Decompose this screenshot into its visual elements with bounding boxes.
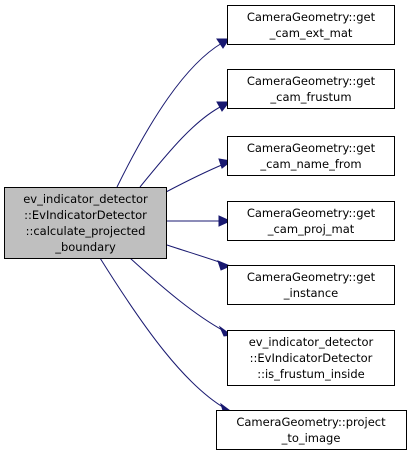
node-label-line: CameraGeometry::get	[247, 206, 376, 220]
edge-to-get-cam-name-from	[165, 163, 225, 193]
node-box	[227, 5, 395, 45]
node-label-line: _cam_ext_mat	[269, 26, 353, 40]
node-label-line: _cam_proj_mat	[267, 222, 355, 236]
node-box	[227, 69, 395, 109]
node-get-cam-frustum[interactable]: CameraGeometry::get _cam_frustum	[227, 69, 395, 109]
edge-arrowhead	[218, 215, 232, 227]
node-label-line: _boundary	[54, 240, 116, 254]
node-label-line: _instance	[283, 286, 338, 300]
node-get-cam-proj-mat[interactable]: CameraGeometry::get _cam_proj_mat	[227, 201, 395, 241]
edge-arrowhead	[216, 101, 231, 112]
node-label-line: ::EvIndicatorDetector	[24, 208, 147, 222]
edge-to-get-cam-frustum	[139, 105, 223, 188]
node-box	[4, 187, 167, 259]
node-box	[227, 136, 395, 176]
node-project-to-image[interactable]: CameraGeometry::project _to_image	[216, 410, 407, 450]
node-get-cam-name-from[interactable]: CameraGeometry::get _cam_name_from	[227, 136, 395, 176]
node-label-line: _cam_frustum	[269, 90, 351, 104]
node-calculate-projected-boundary[interactable]: ev_indicator_detector ::EvIndicatorDetec…	[4, 187, 167, 259]
node-get-cam-ext-mat[interactable]: CameraGeometry::get _cam_ext_mat	[227, 5, 395, 45]
edge-to-is-frustum-inside	[129, 257, 225, 332]
edge-to-get-cam-ext-mat	[116, 42, 223, 188]
node-box	[227, 330, 395, 386]
node-box	[227, 265, 395, 305]
edges	[99, 38, 235, 415]
edge-to-project-to-image	[99, 257, 227, 410]
node-box	[216, 410, 407, 450]
node-label-line: CameraGeometry::get	[247, 10, 376, 24]
node-label-line: CameraGeometry::get	[247, 270, 376, 284]
node-get-instance[interactable]: CameraGeometry::get _instance	[227, 265, 395, 305]
edge-to-get-instance	[166, 244, 223, 264]
node-label-line: ::EvIndicatorDetector	[250, 351, 373, 365]
node-is-frustum-inside[interactable]: ev_indicator_detector ::EvIndicatorDetec…	[227, 330, 395, 386]
node-label-line: ::is_frustum_inside	[257, 367, 365, 381]
node-label-line: CameraGeometry::get	[247, 74, 376, 88]
edge-arrowhead	[216, 38, 230, 49]
node-label-line: CameraGeometry::get	[247, 141, 376, 155]
node-label-line: _to_image	[281, 431, 341, 445]
node-label-line: CameraGeometry::project	[236, 415, 386, 429]
node-box	[227, 201, 395, 241]
node-label-line: ::calculate_projected	[26, 224, 146, 238]
edge-arrowhead	[217, 260, 232, 271]
node-label-line: ev_indicator_detector	[249, 335, 374, 349]
node-label-line: _cam_name_from	[259, 157, 361, 171]
node-label-line: ev_indicator_detector	[23, 192, 148, 206]
